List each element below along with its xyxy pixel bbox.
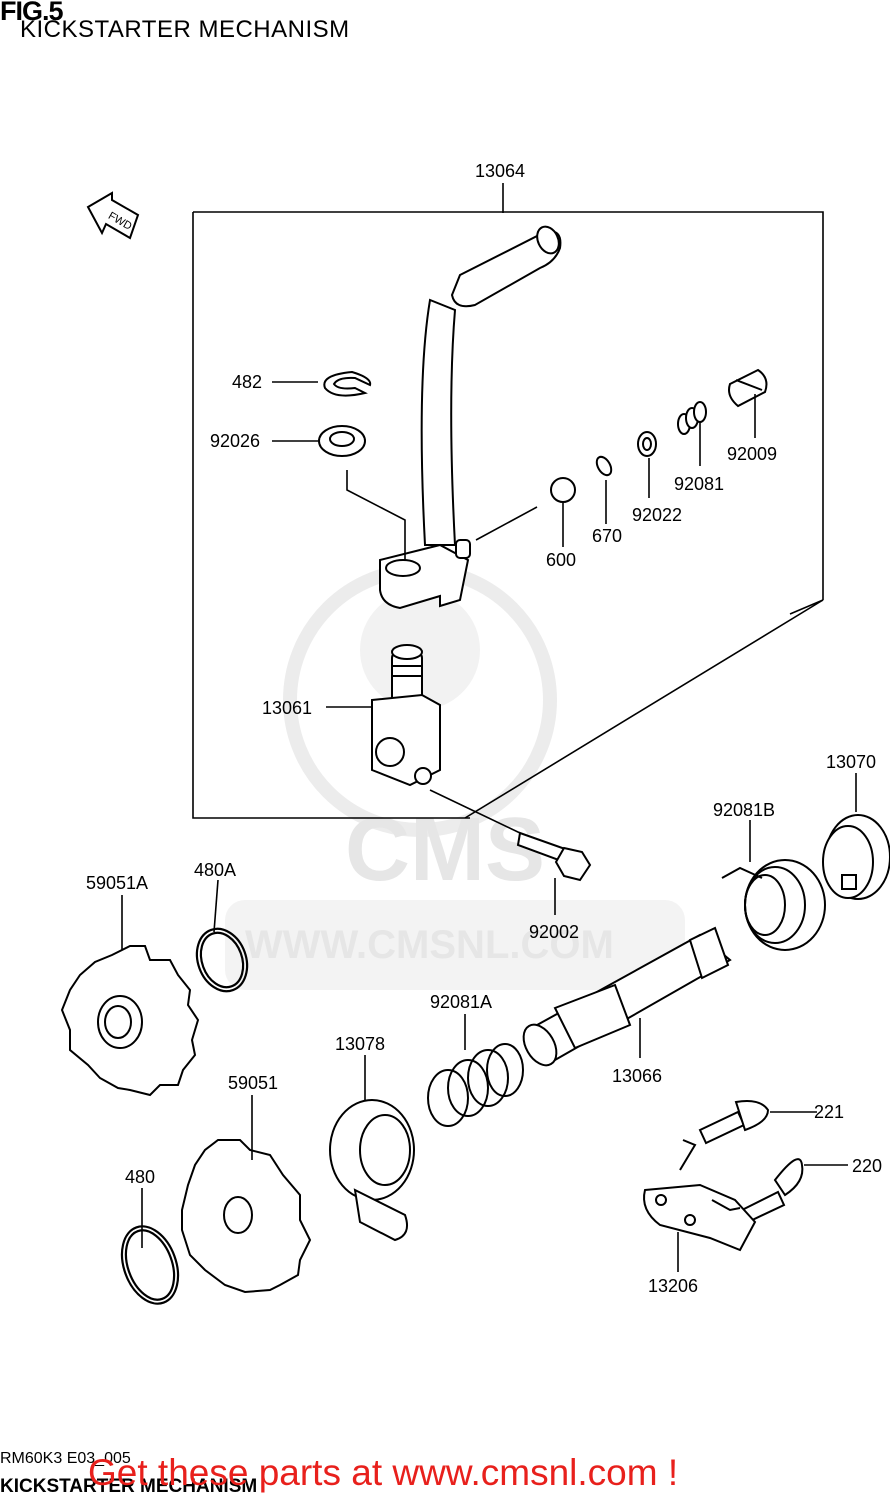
part-labels: 13064 482 92026 92009 92081 92022 670 60… — [86, 161, 882, 1296]
spring-92081 — [677, 401, 707, 435]
fwd-direction-arrow: FWD — [86, 191, 140, 240]
label-92002: 92002 — [529, 922, 579, 942]
watermark-logo-text: CMS — [345, 800, 545, 900]
label-480A: 480A — [194, 860, 236, 880]
ratchet-13078 — [329, 1099, 415, 1242]
circlip-480 — [120, 1225, 180, 1305]
label-92026: 92026 — [210, 431, 260, 451]
label-13064: 13064 — [475, 161, 525, 181]
cmsnl-watermark: CMS WWW.CMSNL.COM — [225, 563, 685, 990]
label-92081A: 92081A — [430, 992, 492, 1012]
ball-600 — [550, 477, 576, 503]
figure-subtitle: KICKSTARTER MECHANISM — [20, 16, 350, 43]
screw-220 — [740, 1158, 804, 1224]
guide-plate-13206 — [643, 1139, 757, 1252]
label-92022: 92022 — [632, 505, 682, 525]
label-59051A: 59051A — [86, 873, 148, 893]
label-13070: 13070 — [826, 752, 876, 772]
kick-starter-shaft — [522, 926, 732, 1067]
label-480: 480 — [125, 1167, 155, 1187]
plunger-92009 — [728, 368, 768, 408]
e-clip-482 — [323, 370, 372, 397]
diagram-code: RM60K3 E03_005 — [0, 1450, 131, 1467]
assembly-bracket — [192, 183, 824, 819]
spring-92081B — [721, 859, 826, 951]
ring-670 — [595, 455, 613, 477]
label-13078: 13078 — [335, 1034, 385, 1054]
washer-92026 — [318, 425, 366, 457]
cap-13070 — [822, 814, 890, 900]
gear-59051A — [60, 945, 200, 1097]
label-59051: 59051 — [228, 1073, 278, 1093]
label-92009: 92009 — [727, 444, 777, 464]
spring-92081A — [427, 1043, 524, 1127]
watermark-url-text: WWW.CMSNL.COM — [245, 923, 614, 967]
figure-number: FIG.5 — [0, 0, 64, 26]
label-670: 670 — [592, 526, 622, 546]
washer-92022 — [637, 431, 657, 457]
bolt-92002 — [516, 831, 592, 882]
label-13061: 13061 — [262, 698, 312, 718]
kick-lever — [379, 225, 562, 610]
label-600: 600 — [546, 550, 576, 570]
label-482: 482 — [232, 372, 262, 392]
label-220: 220 — [852, 1156, 882, 1176]
screw-221 — [698, 1100, 770, 1145]
label-92081: 92081 — [674, 474, 724, 494]
label-221: 221 — [814, 1102, 844, 1122]
circlip-480A — [195, 927, 249, 993]
label-13066: 13066 — [612, 1066, 662, 1086]
leader-lines — [121, 381, 857, 1272]
footer-title: KICKSTARTER MECHANISM — [0, 1476, 258, 1497]
label-92081B: 92081B — [713, 800, 775, 820]
gear-59051 — [181, 1139, 312, 1294]
kick-shaft — [371, 644, 441, 787]
label-13206: 13206 — [648, 1276, 698, 1296]
promo-link[interactable]: Get these parts at www.cmsnl.com ! — [88, 1452, 679, 1493]
